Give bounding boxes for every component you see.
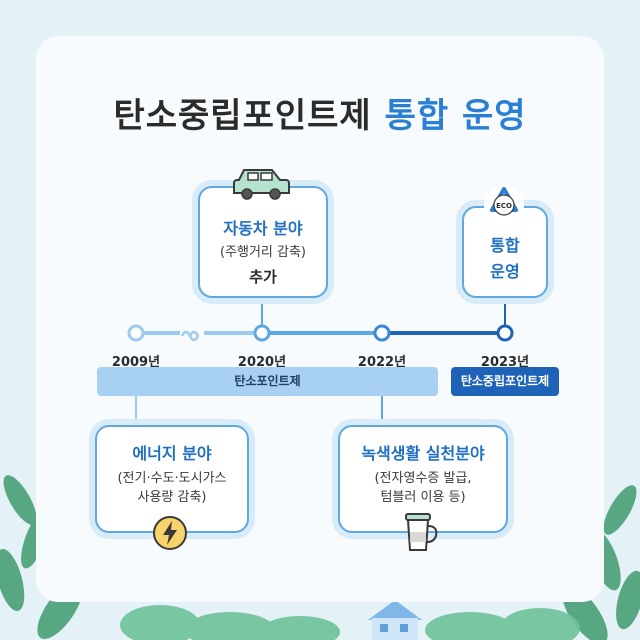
- year-2023: 2023년: [480, 355, 530, 370]
- car-sector-sub: (주행거리 감축): [219, 245, 307, 260]
- year-2009: 2009년: [111, 355, 161, 370]
- lightning-icon: [153, 516, 187, 550]
- car-icon: [233, 169, 290, 200]
- car-sector-head: 자동차 분야: [223, 219, 303, 238]
- timeline-node-2023: [496, 324, 514, 342]
- timeline-node-2020: [253, 324, 271, 342]
- integrated-line2: 운영: [490, 262, 520, 281]
- green-life-head: 녹색생활 실천분야: [361, 444, 485, 463]
- green-life-sub-line1: (전자영수증 발급,: [374, 471, 472, 486]
- title-accent: 통합 운영: [384, 96, 527, 136]
- carbon-neutral-point-bar: 탄소중립포인트제: [451, 367, 559, 396]
- energy-sector-head: 에너지 분야: [132, 444, 212, 463]
- carbon-point-bar: 탄소포인트제: [97, 367, 438, 396]
- green-life-sub-line2: 텀블러 이용 등): [380, 490, 466, 505]
- house-icon: [368, 600, 422, 640]
- timeline-node-2022: [373, 324, 391, 342]
- energy-sector-sub-line2: 사용량 감축): [137, 490, 207, 505]
- page-title: 탄소중립포인트제 통합 운영: [0, 88, 640, 137]
- eco-recycle-icon: ECO: [484, 186, 524, 226]
- car-sector-box: 자동차 분야 (주행거리 감축) 추가: [198, 186, 328, 298]
- integrated-operation-box: 통합 운영: [462, 206, 548, 298]
- energy-sector-sub-line1: (전기·수도·도시가스: [117, 471, 227, 486]
- eco-icon-label: ECO: [496, 202, 512, 210]
- timeline-node-2009: [127, 324, 145, 342]
- year-2020: 2020년: [237, 355, 287, 370]
- tumbler-icon: [405, 513, 438, 551]
- integrated-line1: 통합: [490, 236, 520, 255]
- car-sector-extra: 추가: [249, 268, 277, 286]
- title-main: 탄소중립포인트제: [113, 96, 372, 136]
- year-2022: 2022년: [357, 355, 407, 370]
